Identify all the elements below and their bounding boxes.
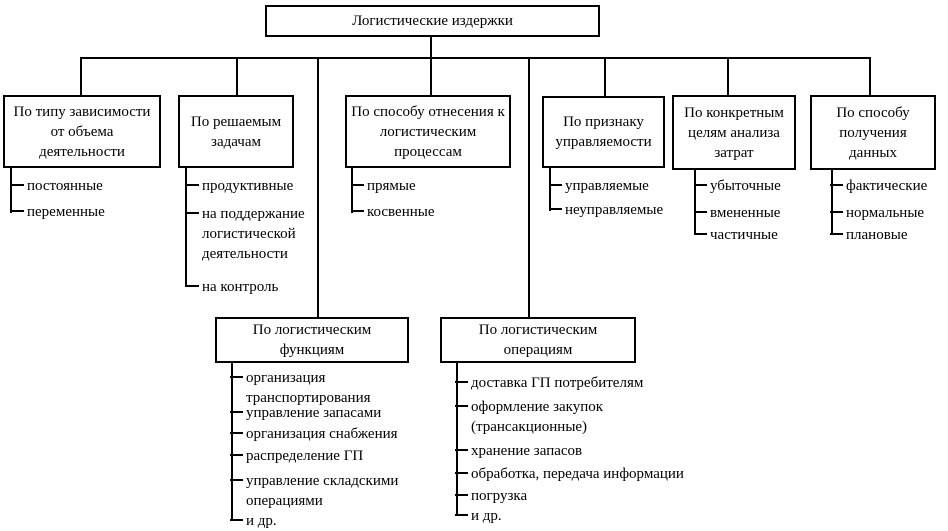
- leaf-item: частичные: [694, 227, 778, 243]
- leaf-item: неуправляемые: [548, 202, 664, 218]
- connector-drop-6: [869, 57, 871, 95]
- leaf-item: и др.: [455, 508, 502, 524]
- leaf-item: организация транспортирования: [230, 368, 424, 408]
- connector-drop-5: [727, 57, 729, 95]
- connector-drop-operations: [528, 57, 530, 317]
- connector-drop-2: [236, 57, 238, 95]
- leaf-item: вмененные: [693, 205, 781, 221]
- comb-controllability: [549, 166, 551, 211]
- leaf-item: переменные: [11, 204, 105, 220]
- leaf-item: убыточные: [694, 178, 781, 194]
- connector-bus: [80, 57, 871, 59]
- leaf-item: организация снабжения: [230, 426, 398, 442]
- functions-box: По логистическим функциям: [215, 317, 409, 363]
- category-box-process-attribution: По способу отнесения к логистическим про…: [345, 95, 511, 168]
- category-box-data-source: По способу получения данных: [810, 95, 936, 170]
- comb-data-source: [831, 168, 833, 235]
- leaf-item: фактические: [829, 178, 928, 194]
- leaf-item: управление складскими операциями: [230, 471, 424, 511]
- leaf-item: обработка, передача информации: [455, 466, 684, 482]
- category-box-controllability: По признаку управляемости: [542, 96, 665, 168]
- connector-drop-functions: [317, 57, 319, 317]
- connector-drop-1: [80, 57, 82, 95]
- leaf-item: постоянные: [11, 178, 103, 194]
- connector-drop-4: [604, 57, 606, 96]
- leaf-item: продуктивные: [185, 178, 294, 194]
- category-box-tasks: По решаемым задачам: [178, 95, 294, 168]
- root-box: Логистические издержки: [265, 5, 600, 37]
- leaf-item: управление запасами: [229, 405, 382, 421]
- leaf-item: доставка ГП потребителям: [454, 375, 644, 391]
- leaf-item: на поддержание логистической деятельност…: [186, 204, 334, 264]
- comb-volume-dependency: [10, 166, 12, 213]
- leaf-item: и др.: [230, 513, 277, 529]
- leaf-item: нормальные: [829, 205, 925, 221]
- leaf-item: на контроль: [185, 279, 279, 295]
- comb-operations: [456, 361, 458, 516]
- comb-analysis-goals: [694, 168, 696, 235]
- leaf-item: распределение ГП: [229, 448, 364, 464]
- leaf-item: плановые: [830, 227, 908, 243]
- comb-tasks: [185, 166, 187, 287]
- leaf-item: управляемые: [549, 178, 649, 194]
- operations-box: По логистическим операциям: [440, 317, 636, 363]
- category-box-volume-dependency: По типу зависимости от объема деятельнос…: [3, 95, 161, 168]
- leaf-item: хранение запасов: [454, 443, 583, 459]
- connector-root-stem: [430, 37, 432, 95]
- comb-functions: [231, 361, 233, 521]
- leaf-item: косвенные: [351, 204, 435, 220]
- comb-process-attribution: [351, 166, 353, 213]
- category-box-analysis-goals: По конкретным целям анализа затрат: [672, 95, 796, 170]
- leaf-item: прямые: [351, 178, 416, 194]
- leaf-item: оформление закупок (трансакционные): [455, 397, 643, 437]
- leaf-item: погрузка: [454, 488, 528, 504]
